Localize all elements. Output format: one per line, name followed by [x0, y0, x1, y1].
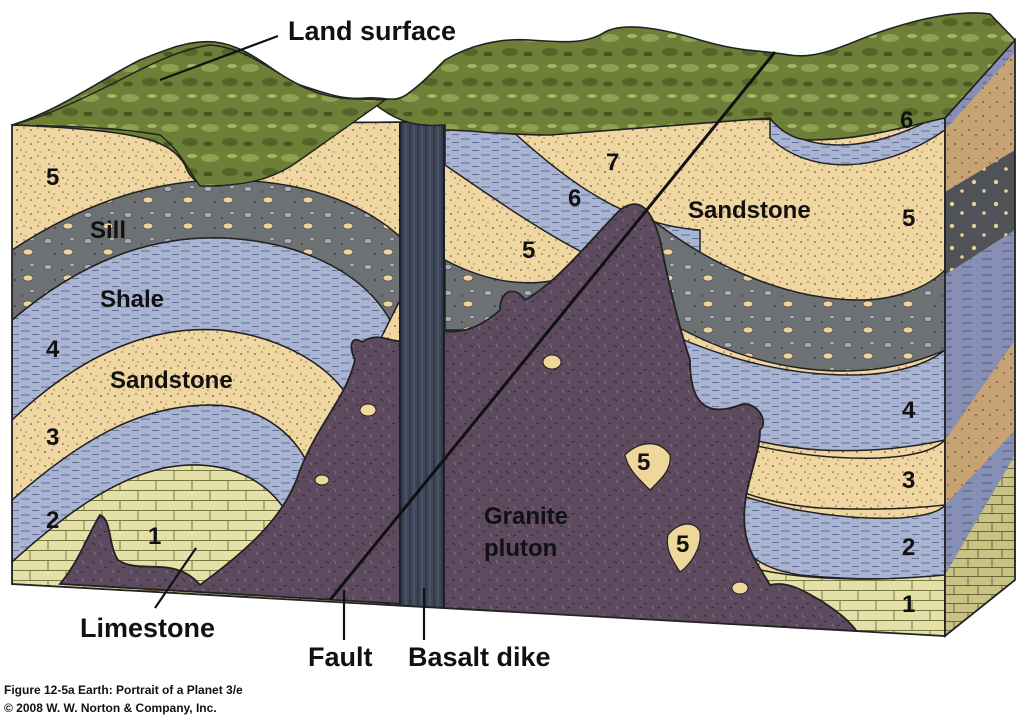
layer-6-shale-syncline: [769, 118, 945, 166]
front-face: [12, 118, 945, 636]
xenolith-2: [666, 523, 701, 573]
fault-line: [328, 51, 777, 601]
layer-number-right-3: 3: [902, 467, 915, 494]
xenolith-3: [542, 354, 562, 370]
label-granite-line2: pluton: [484, 535, 557, 562]
layer-number-right-2: 2: [902, 534, 915, 561]
side-limestone: [945, 455, 1015, 636]
layer-number-left-2: 2: [46, 507, 59, 534]
layer-number-left-3: 3: [46, 424, 59, 451]
label-sandstone-right: Sandstone: [688, 197, 811, 224]
layer-number-middle-7: 7: [606, 149, 619, 176]
side-sill: [945, 150, 1015, 275]
layer-number-middle-6: 6: [568, 185, 581, 212]
limestone-leader: [154, 547, 197, 609]
land-surface-leader: [159, 34, 279, 82]
label-basalt-dike: Basalt dike: [408, 642, 551, 672]
figure-caption-line2: © 2008 W. W. Norton & Company, Inc.: [4, 701, 217, 715]
granite-pluton: [58, 203, 862, 636]
label-shale: Shale: [100, 286, 164, 313]
layer-number-right-5: 5: [902, 205, 915, 232]
xenolith-6: [731, 581, 749, 595]
layer-number-left-1: 1: [148, 523, 161, 550]
figure-caption-line1: Figure 12-5a Earth: Portrait of a Planet…: [4, 683, 243, 697]
side-shale: [945, 230, 1015, 440]
layer-number-left-4: 4: [46, 336, 60, 363]
layer-number-middle-5: 5: [522, 237, 535, 264]
layer-number-left-5: 5: [46, 164, 59, 191]
xenolith-5: [359, 403, 377, 417]
layer-number-right-6: 6: [900, 107, 913, 134]
label-sandstone-left: Sandstone: [110, 367, 233, 394]
label-land-surface: Land surface: [288, 16, 456, 46]
layer-3-sandstone-right: [698, 428, 945, 510]
xenolith-1: [624, 443, 671, 491]
basalt-dike: [399, 118, 445, 611]
xenolith-number-1: 5: [637, 449, 650, 476]
xenolith-4: [314, 474, 330, 486]
xenolith-number-2: 5: [676, 531, 689, 558]
side-shale-lower: [945, 430, 1015, 575]
layer-number-right-1: 1: [902, 591, 915, 618]
label-granite-line1: Granite: [484, 503, 568, 530]
side-face: [945, 40, 1015, 636]
layer-number-right-4: 4: [902, 397, 916, 424]
label-fault: Fault: [308, 642, 373, 672]
label-limestone: Limestone: [80, 613, 215, 643]
label-sill: Sill: [90, 217, 126, 244]
land-left-hill: [11, 44, 387, 187]
